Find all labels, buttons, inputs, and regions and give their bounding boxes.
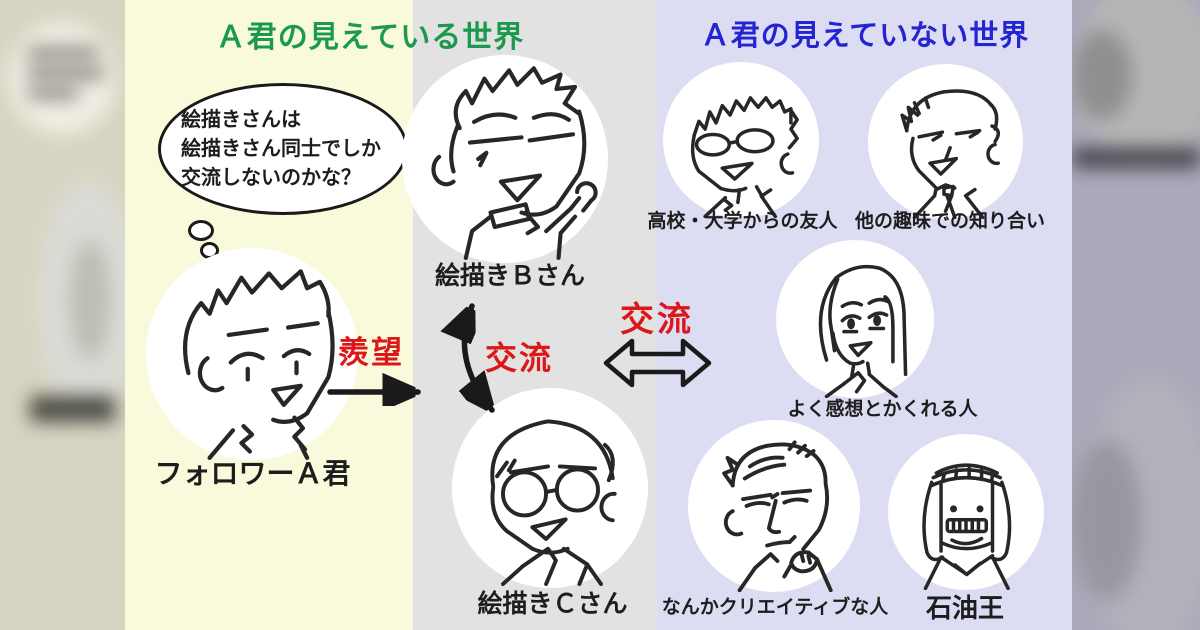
avatar-creative-person — [688, 420, 860, 592]
avatar-artist-b — [402, 55, 608, 263]
oil-king-label: 石油王 — [925, 593, 1004, 623]
avatar-feedback-person — [776, 240, 934, 398]
thought-bubble: 絵描きさんは 絵描きさん同士でしか 交流しないのかな？ — [158, 83, 408, 215]
oil-king-face-illustration — [922, 463, 1012, 590]
creative-person-face-illustration — [722, 440, 833, 592]
artist-b-label: 絵描きＢさん — [434, 262, 585, 290]
feedback-person-label: よく感想とかくれる人 — [787, 399, 978, 420]
exchange-worlds-label: 交流 — [620, 301, 694, 339]
school-friend-face-illustration — [690, 96, 799, 218]
thought-line-2: 絵描きさん同士でしか — [181, 137, 381, 160]
blurred-right-edge — [1072, 0, 1200, 630]
follower-a-label: フォロワーＡ君 — [154, 458, 351, 489]
thought-line-1: 絵描きさんは — [181, 108, 301, 131]
follower-a-face-illustration — [182, 269, 335, 460]
avatar-school-friend — [663, 62, 819, 218]
invisible-world-title: Ａ君の見えていない世界 — [700, 20, 1030, 52]
avatar-follower-a — [146, 248, 358, 460]
creative-person-label: なんかクリエイティブな人 — [661, 597, 889, 618]
artist-c-label: 絵描きＣさん — [477, 590, 628, 618]
blurred-left-edge — [0, 0, 125, 630]
hobby-friend-face-illustration — [900, 89, 1001, 219]
artist-c-face-illustration — [490, 419, 617, 586]
envy-label: 羨望 — [338, 335, 404, 370]
thought-line-3: 交流しないのかな？ — [181, 166, 361, 189]
exchange-bc-label: 交流 — [485, 340, 554, 376]
avatar-artist-c — [452, 388, 648, 588]
avatar-oil-king — [888, 434, 1044, 590]
school-friend-label: 高校・大学からの友人 — [647, 211, 838, 232]
artist-b-face-illustration — [431, 66, 598, 260]
avatar-hobby-friend — [868, 64, 1023, 219]
hobby-friend-label: 他の趣味での知り合い — [854, 211, 1045, 232]
visible-world-title: Ａ君の見えている世界 — [215, 21, 525, 54]
thought-trail-bubble — [188, 220, 214, 241]
feedback-person-face-illustration — [818, 264, 908, 398]
